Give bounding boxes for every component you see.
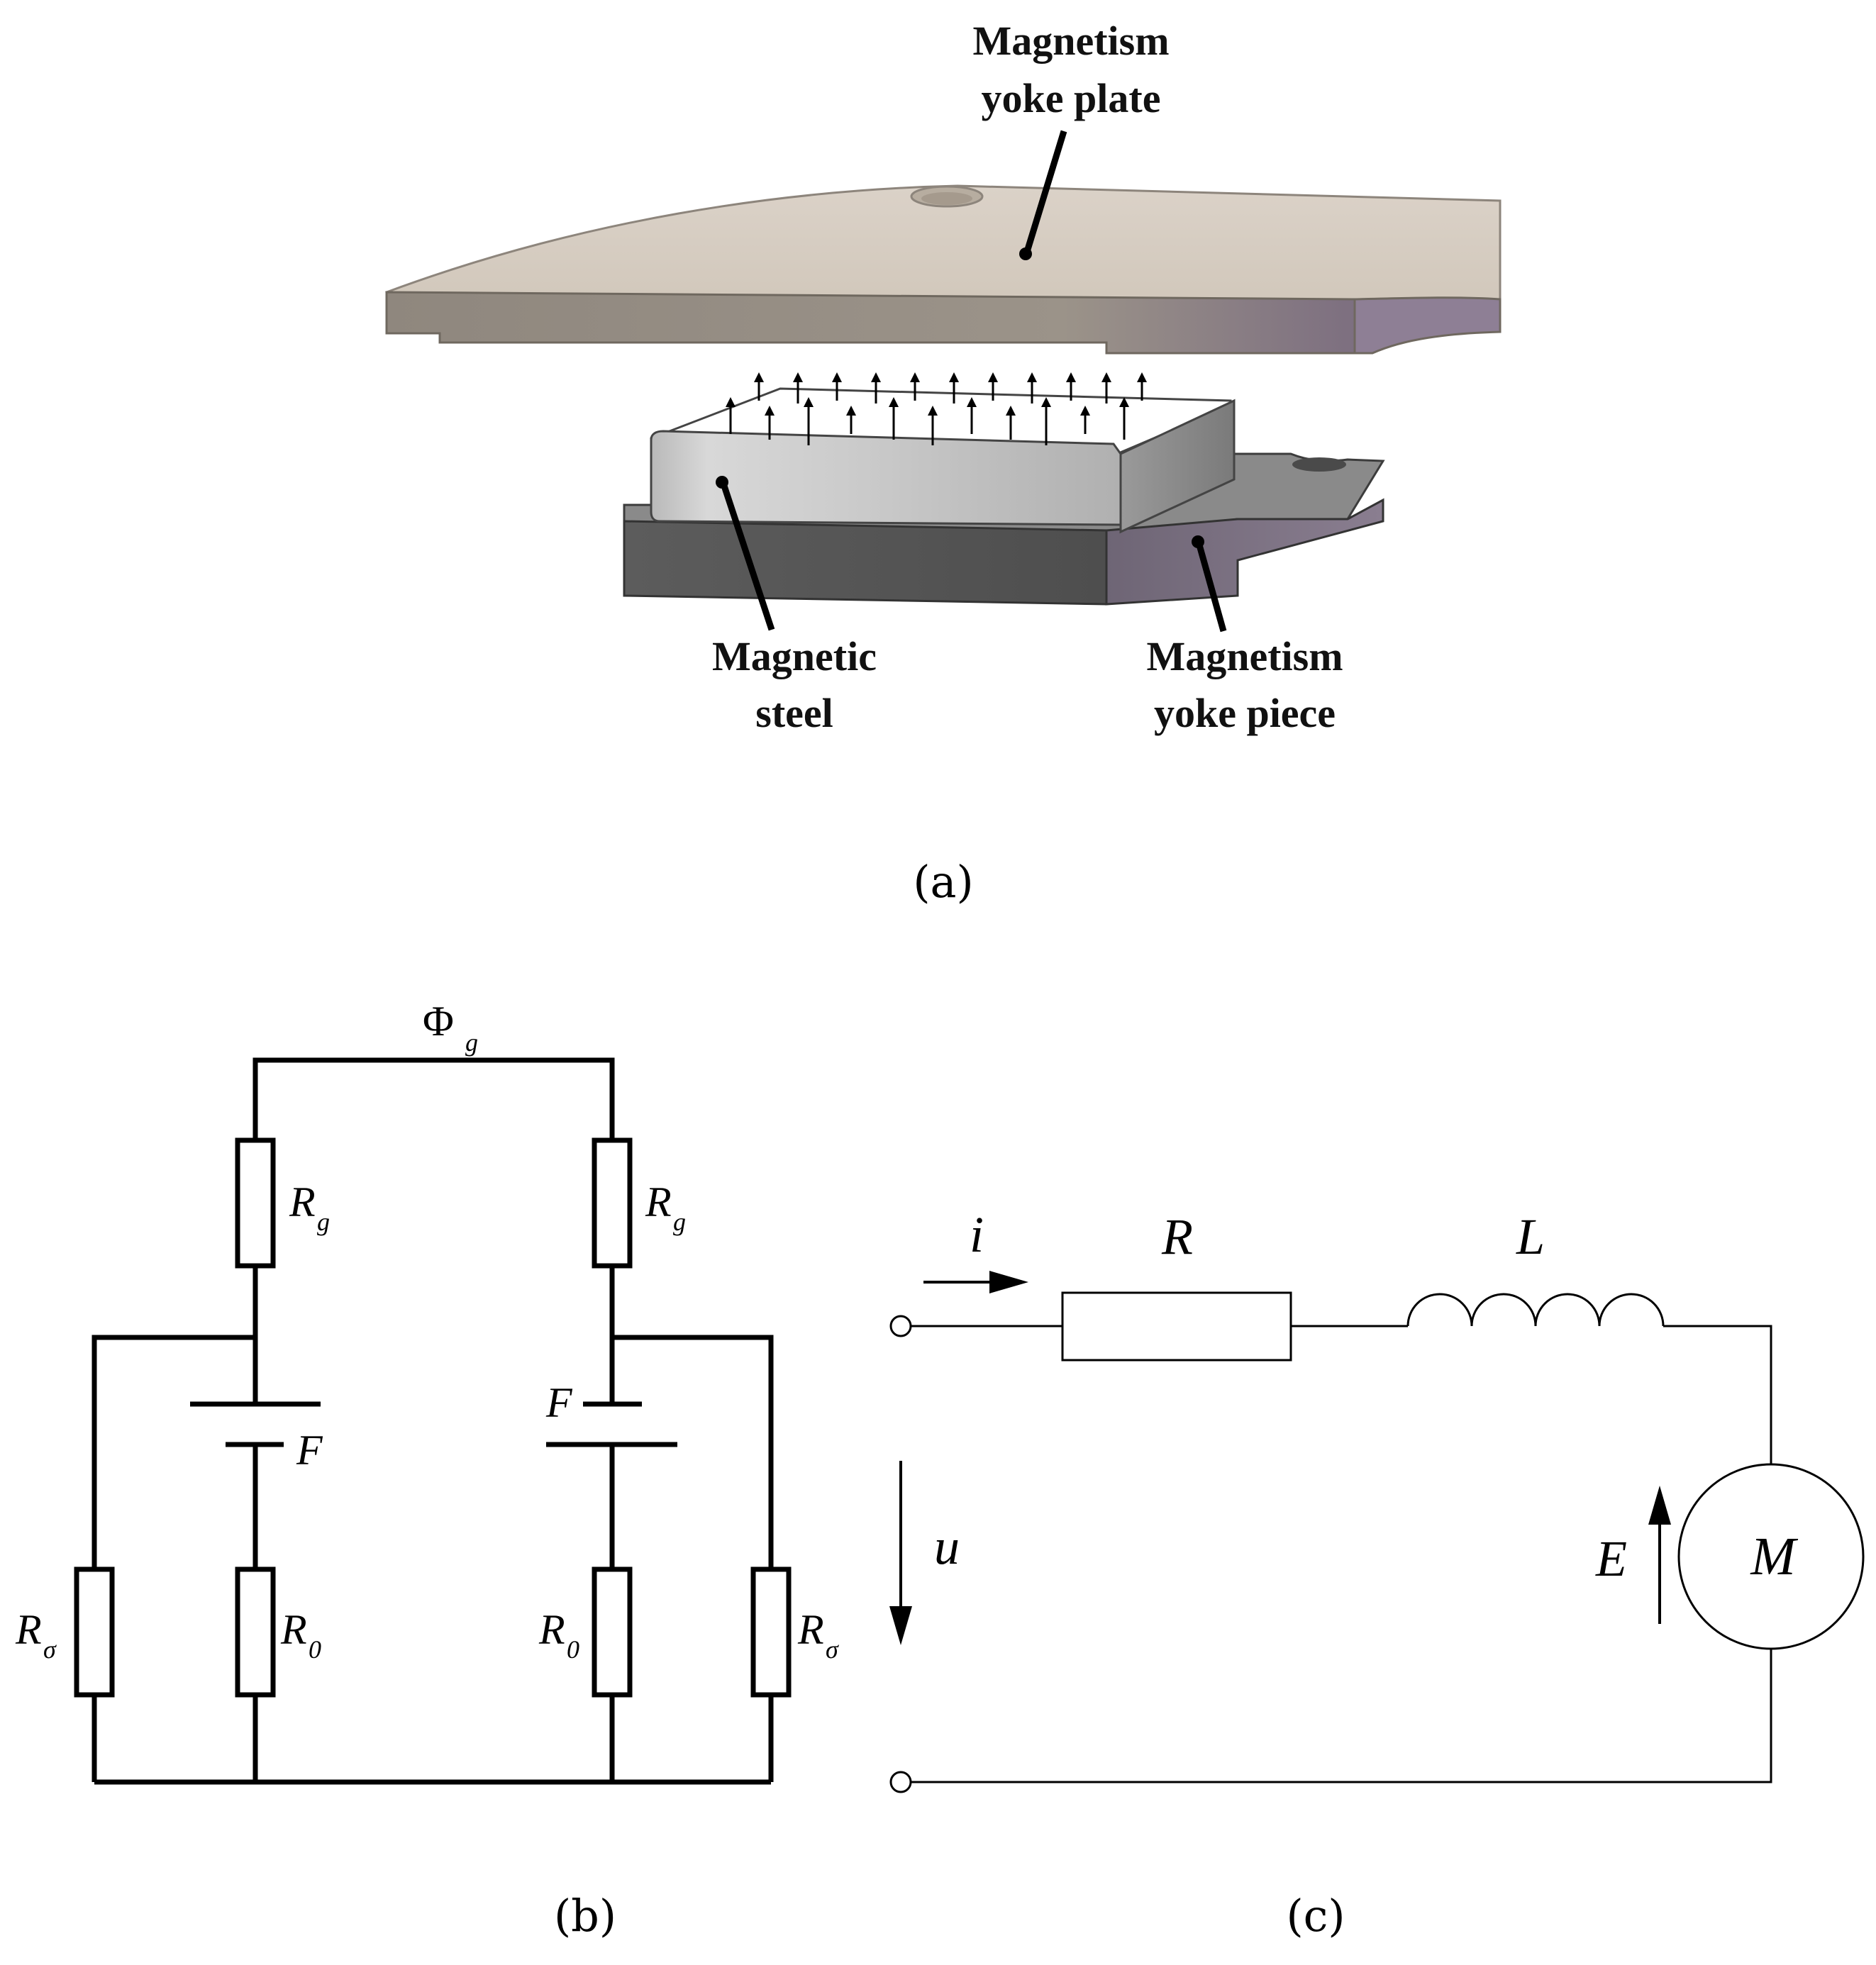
- resistor-Rs-right: [750, 1566, 792, 1698]
- flux-arrow-head: [988, 372, 998, 382]
- caption-c: (c): [1286, 1890, 1345, 1942]
- flux-sub: g: [465, 1028, 478, 1057]
- callout-yoke-plate-1: Magnetism: [972, 18, 1169, 64]
- leader-yoke-piece: [1195, 541, 1227, 633]
- wire-c-4: [911, 1649, 1772, 1783]
- flux-arrow-head: [1101, 372, 1111, 382]
- yoke-plate-edge: [385, 291, 1356, 355]
- callout-yoke-plate-2: yoke plate: [982, 75, 1161, 121]
- label-i: i: [970, 1206, 984, 1263]
- flux-arrow-head: [804, 397, 814, 407]
- leader-magnetic-steel: [720, 482, 775, 631]
- label-u: u: [934, 1518, 960, 1575]
- emf-arrow-head: [1648, 1486, 1671, 1525]
- voltage-arrow-head: [889, 1606, 912, 1645]
- flux-arrow-head: [1006, 406, 1016, 416]
- label-Rg-right: R: [645, 1179, 672, 1225]
- current-arrow-head: [989, 1271, 1028, 1293]
- resistor-Rs-left: [74, 1566, 115, 1698]
- leader-yoke-piece-dot: [1192, 535, 1204, 548]
- panel-a: Magnetism yoke plate Magnetic steel Magn…: [385, 18, 1502, 908]
- leader-yoke-plate-dot: [1019, 247, 1032, 260]
- flux-arrow-head: [793, 372, 803, 382]
- panel-c-arrows: [889, 1271, 1671, 1645]
- flux-arrow-head: [1080, 406, 1090, 416]
- terminal-top: [889, 1315, 912, 1337]
- magnetic-steel-side: [1119, 399, 1236, 534]
- label-Rs-right-sub: σ: [826, 1635, 839, 1664]
- label-M: M: [1750, 1527, 1798, 1586]
- label-Rs-left-sub: σ: [43, 1635, 57, 1664]
- flux-arrow-head: [871, 372, 881, 382]
- panel-c-labels: i R L u E M (c): [934, 1206, 1798, 1942]
- flux-arrow-head: [832, 372, 842, 382]
- resistor-R0-left: [235, 1566, 276, 1698]
- flux-arrow-head: [754, 372, 764, 382]
- panel-c: [889, 1291, 1865, 1793]
- label-Rs-right: R: [797, 1606, 824, 1653]
- label-Rg-right-sub: g: [673, 1208, 686, 1236]
- flux-label: Φ: [423, 998, 454, 1045]
- caption-b: (b): [554, 1890, 616, 1942]
- caption-a: (a): [913, 856, 973, 908]
- flux-arrow-head: [726, 397, 736, 407]
- resistor-R0-right: [592, 1566, 633, 1698]
- flux-arrow-head: [1027, 372, 1037, 382]
- inductor-L: [1406, 1293, 1665, 1327]
- resistor-Rg-left: [235, 1137, 276, 1269]
- label-R0-left: R: [280, 1606, 307, 1653]
- leader-magnetic-steel-dot: [716, 476, 728, 489]
- callout-yoke-piece-2: yoke piece: [1154, 690, 1336, 736]
- flux-arrow-head: [949, 372, 959, 382]
- label-Rs-left: R: [15, 1606, 42, 1653]
- label-R0-right: R: [538, 1606, 565, 1653]
- wire-c-3: [1663, 1325, 1772, 1464]
- flux-arrow-head: [1137, 372, 1147, 382]
- flux-arrow-head: [1066, 372, 1076, 382]
- panel-b-labels: Φ g R g R g F F R 0 R 0 R σ R σ (b): [15, 998, 839, 1942]
- wire-right-outer: [612, 1335, 774, 1569]
- label-E: E: [1595, 1530, 1627, 1587]
- yoke-plate-hole-inner: [921, 192, 972, 205]
- flux-arrow-head: [910, 372, 920, 382]
- flux-arrow-head: [1119, 397, 1129, 407]
- flux-arrow-head: [967, 397, 977, 407]
- flux-arrow-head: [928, 406, 938, 416]
- wire-left-outer: [91, 1335, 255, 1569]
- yoke-plate-notch: [1353, 296, 1502, 355]
- yoke-piece-hole: [1292, 457, 1346, 472]
- leader-yoke-plate: [1023, 130, 1067, 253]
- label-Rg-left: R: [289, 1179, 316, 1225]
- wire-top: [252, 1057, 615, 1140]
- terminal-bottom: [889, 1771, 912, 1793]
- label-F-left: F: [296, 1427, 323, 1474]
- flux-arrow-head: [1041, 397, 1051, 407]
- label-Rg-left-sub: g: [317, 1208, 330, 1236]
- flux-arrows: [726, 372, 1147, 445]
- label-R: R: [1161, 1208, 1193, 1265]
- yoke-piece-side: [1105, 498, 1384, 606]
- resistor-Rg-right: [592, 1137, 633, 1269]
- panel-b: [74, 1057, 792, 1785]
- callout-magnetic-steel-1: Magnetic: [712, 633, 877, 679]
- label-R0-left-sub: 0: [309, 1635, 321, 1664]
- flux-arrow-head: [846, 406, 856, 416]
- callout-magnetic-steel-2: steel: [755, 690, 833, 736]
- resistor-R: [1061, 1291, 1292, 1362]
- callout-yoke-piece-1: Magnetism: [1146, 633, 1343, 679]
- label-R0-right-sub: 0: [567, 1635, 579, 1664]
- label-F-right: F: [545, 1379, 573, 1426]
- flux-arrow-head: [889, 397, 899, 407]
- label-L: L: [1516, 1208, 1545, 1265]
- flux-arrow-head: [765, 406, 775, 416]
- yoke-piece-front: [623, 520, 1108, 606]
